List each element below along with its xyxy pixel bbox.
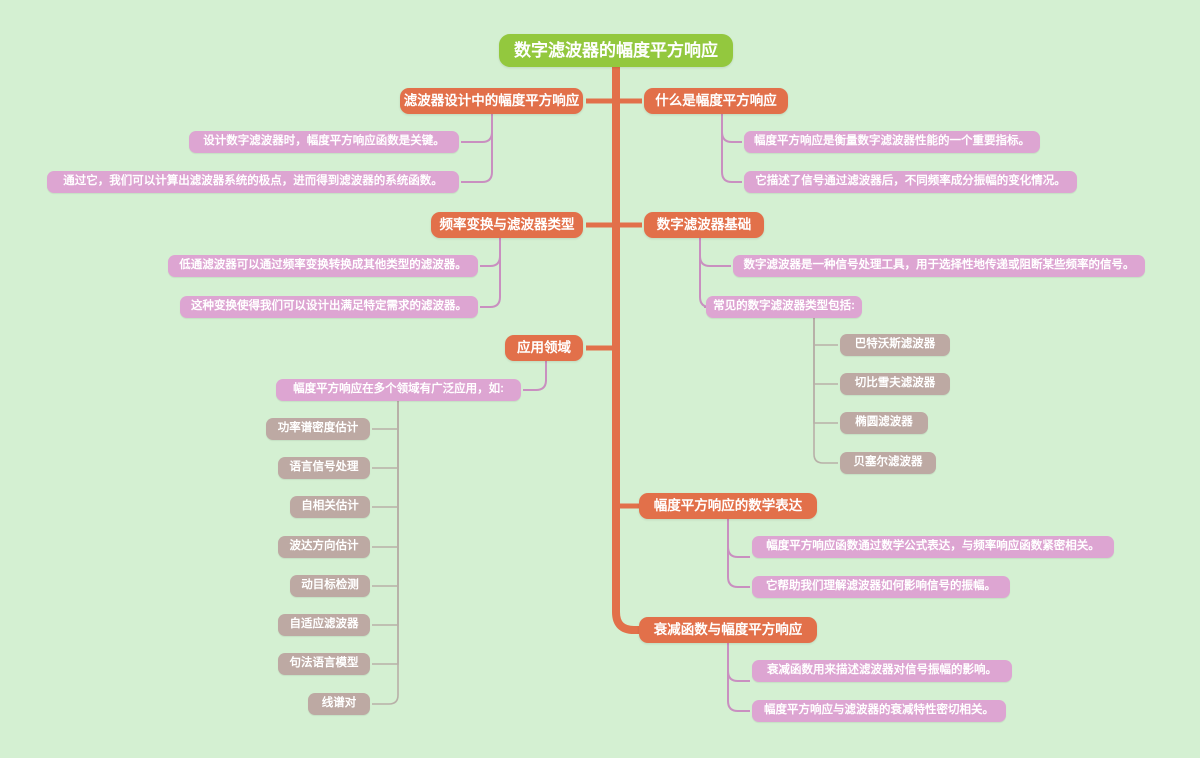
list-item-application-3[interactable]: 波达方向估计 xyxy=(278,536,370,558)
list-item-filter-type-0[interactable]: 巴特沃斯滤波器 xyxy=(840,334,950,356)
leaf-label: 设计数字滤波器时，幅度平方响应函数是关键。 xyxy=(203,135,445,148)
branch-node-freq-transform[interactable]: 频率变换与滤波器类型 xyxy=(431,212,583,238)
branch-node-applications[interactable]: 应用领域 xyxy=(505,335,583,361)
leaf-node-filter-design-0[interactable]: 设计数字滤波器时，幅度平方响应函数是关键。 xyxy=(189,131,459,153)
leaf-label: 通过它，我们可以计算出滤波器系统的极点，进而得到滤波器的系统函数。 xyxy=(63,175,443,188)
list-item-application-2[interactable]: 自相关估计 xyxy=(290,496,370,518)
leaf-node-math-expression-0[interactable]: 幅度平方响应函数通过数学公式表达，与频率响应函数紧密相关。 xyxy=(752,536,1114,558)
level1-connectors xyxy=(586,98,642,509)
list-item-label: 功率谱密度估计 xyxy=(277,422,359,435)
list-item-application-7[interactable]: 线谱对 xyxy=(308,693,370,715)
leaf-label: 衰减函数用来描述滤波器对信号振幅的影响。 xyxy=(767,664,997,677)
branch-node-filter-design[interactable]: 滤波器设计中的幅度平方响应 xyxy=(400,88,583,114)
leaf-node-applications-intro[interactable]: 幅度平方响应在多个领域有广泛应用，如: xyxy=(276,379,521,401)
level3-connectors-left xyxy=(372,401,399,705)
list-item-label: 自相关估计 xyxy=(301,500,359,513)
branch-label: 数字滤波器基础 xyxy=(656,217,752,233)
leaf-label: 它帮助我们理解滤波器如何影响信号的振幅。 xyxy=(766,580,996,593)
branch-node-basics[interactable]: 数字滤波器基础 xyxy=(644,212,764,238)
leaf-label: 幅度平方响应是衡量数字滤波器性能的一个重要指标。 xyxy=(754,135,1030,148)
root-node[interactable]: 数字滤波器的幅度平方响应 xyxy=(499,34,733,67)
leaf-label: 常见的数字滤波器类型包括: xyxy=(713,300,855,313)
list-item-label: 巴特沃斯滤波器 xyxy=(854,338,936,351)
list-item-label: 贝塞尔滤波器 xyxy=(853,456,923,469)
branch-label: 什么是幅度平方响应 xyxy=(655,93,777,109)
list-item-label: 线谱对 xyxy=(321,697,357,710)
leaf-node-what-is-0[interactable]: 幅度平方响应是衡量数字滤波器性能的一个重要指标。 xyxy=(744,131,1040,153)
list-item-label: 椭圆滤波器 xyxy=(855,416,913,429)
branch-node-attenuation[interactable]: 衰减函数与幅度平方响应 xyxy=(639,617,817,643)
leaf-label: 低通滤波器可以通过频率变换转换成其他类型的滤波器。 xyxy=(179,259,467,272)
list-item-label: 语言信号处理 xyxy=(289,461,359,474)
list-item-filter-type-2[interactable]: 椭圆滤波器 xyxy=(840,412,928,434)
list-item-application-1[interactable]: 语言信号处理 xyxy=(278,457,370,479)
leaf-node-basics-0[interactable]: 数字滤波器是一种信号处理工具，用于选择性地传递或阻断某些频率的信号。 xyxy=(733,255,1145,277)
leaf-node-attenuation-1[interactable]: 幅度平方响应与滤波器的衰减特性密切相关。 xyxy=(752,700,1006,722)
branch-label: 频率变换与滤波器类型 xyxy=(439,217,575,233)
branch-label: 幅度平方响应的数学表达 xyxy=(653,498,803,514)
leaf-node-attenuation-0[interactable]: 衰减函数用来描述滤波器对信号振幅的影响。 xyxy=(752,660,1012,682)
leaf-node-basics-types-intro[interactable]: 常见的数字滤波器类型包括: xyxy=(706,296,862,318)
leaf-node-filter-design-1[interactable]: 通过它，我们可以计算出滤波器系统的极点，进而得到滤波器的系统函数。 xyxy=(47,171,459,193)
list-item-label: 自适应滤波器 xyxy=(289,618,359,631)
leaf-node-freq-transform-0[interactable]: 低通滤波器可以通过频率变换转换成其他类型的滤波器。 xyxy=(168,255,478,277)
list-item-label: 动目标检测 xyxy=(301,579,359,592)
root-label: 数字滤波器的幅度平方响应 xyxy=(514,41,718,60)
branch-label: 应用领域 xyxy=(517,340,571,356)
leaf-label: 它描述了信号通过滤波器后，不同频率成分振幅的变化情况。 xyxy=(755,175,1066,188)
list-item-filter-type-3[interactable]: 贝塞尔滤波器 xyxy=(840,452,936,474)
list-item-application-5[interactable]: 自适应滤波器 xyxy=(278,614,370,636)
leaf-label: 幅度平方响应函数通过数学公式表达，与频率响应函数紧密相关。 xyxy=(766,540,1100,553)
list-item-label: 句法语言模型 xyxy=(289,657,359,670)
leaf-label: 这种变换使得我们可以设计出满足特定需求的滤波器。 xyxy=(191,300,467,313)
list-item-application-0[interactable]: 功率谱密度估计 xyxy=(266,418,370,440)
leaf-label: 幅度平方响应在多个领域有广泛应用，如: xyxy=(293,383,504,396)
branch-label: 衰减函数与幅度平方响应 xyxy=(653,622,803,638)
list-item-label: 切比雪夫滤波器 xyxy=(854,377,936,390)
leaf-node-math-expression-1[interactable]: 它帮助我们理解滤波器如何影响信号的振幅。 xyxy=(752,576,1010,598)
list-item-application-6[interactable]: 句法语言模型 xyxy=(278,653,370,675)
level3-connectors-right xyxy=(813,318,838,464)
list-item-filter-type-1[interactable]: 切比雪夫滤波器 xyxy=(840,373,950,395)
branch-label: 滤波器设计中的幅度平方响应 xyxy=(403,93,580,109)
leaf-node-what-is-1[interactable]: 它描述了信号通过滤波器后，不同频率成分振幅的变化情况。 xyxy=(744,171,1077,193)
leaf-label: 数字滤波器是一种信号处理工具，用于选择性地传递或阻断某些频率的信号。 xyxy=(743,259,1135,272)
spine-path xyxy=(612,62,645,634)
branch-node-math-expression[interactable]: 幅度平方响应的数学表达 xyxy=(639,493,817,519)
list-item-application-4[interactable]: 动目标检测 xyxy=(290,575,370,597)
list-item-label: 波达方向估计 xyxy=(289,540,359,553)
leaf-label: 幅度平方响应与滤波器的衰减特性密切相关。 xyxy=(764,704,994,717)
branch-node-what-is[interactable]: 什么是幅度平方响应 xyxy=(644,88,788,114)
leaf-node-freq-transform-1[interactable]: 这种变换使得我们可以设计出满足特定需求的滤波器。 xyxy=(180,296,478,318)
